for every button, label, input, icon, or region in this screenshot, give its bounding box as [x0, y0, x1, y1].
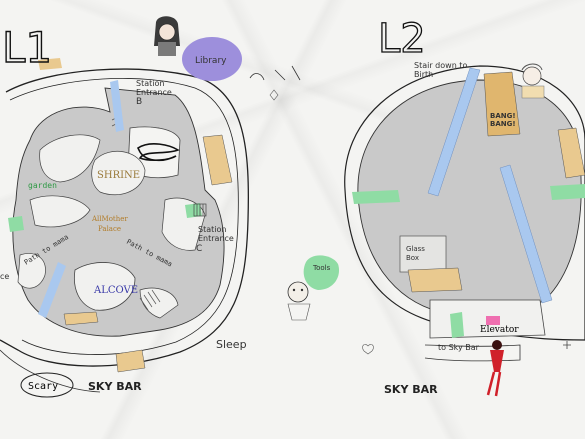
left-green-block-left	[8, 216, 24, 232]
station-entrance-c-label-1: Station	[198, 225, 226, 234]
bald-character	[287, 281, 311, 321]
bang-block	[483, 71, 521, 137]
all-mother-palace-label-1: AllMother	[91, 215, 128, 223]
shrine-scribble	[136, 143, 180, 162]
station-entrance-b-label-2: Entrance	[136, 88, 172, 97]
red-figure	[486, 340, 504, 397]
left-green-block-right	[185, 203, 202, 218]
elevator-pink-block	[486, 316, 500, 325]
left-tan-block-right	[202, 134, 233, 186]
left-level-label: L1	[2, 23, 52, 72]
right-tan-block-right	[557, 127, 585, 179]
tools-blob	[303, 255, 340, 290]
right-green-block-elevator	[450, 312, 464, 338]
blonde-character	[521, 63, 545, 99]
right-blue-path-upper	[427, 67, 481, 197]
station-entrance-c-label-2: Entrance	[198, 234, 234, 243]
right-sky-bar-label: SKY BAR	[384, 383, 438, 396]
right-level-label: L2	[378, 16, 426, 62]
left-edge-label: ce	[0, 272, 9, 281]
library-blob	[182, 37, 242, 81]
to-sky-bar-label: to Sky Bar	[438, 343, 480, 352]
left-blue-path-bottom	[38, 262, 66, 318]
shrine-label: SHRINE	[97, 170, 140, 181]
bang-label-2: BANG!	[490, 120, 516, 128]
right-green-block-right	[550, 184, 585, 200]
glass-box-label-2: Box	[406, 254, 419, 262]
all-mother-palace-label-2: Palace	[98, 225, 121, 233]
right-blue-path-lower	[499, 164, 553, 304]
scary-circle	[20, 372, 74, 398]
stair-down-label-1: Stair down to	[414, 61, 467, 70]
station-entrance-b-label-1: Station	[136, 79, 164, 88]
left-tan-block-alcove	[63, 311, 99, 326]
elevator-label: Elevator	[480, 325, 519, 335]
glass-box-label-1: Glass	[406, 245, 425, 253]
left-tan-block-bottom	[115, 349, 146, 373]
tools-label: Tools	[312, 264, 331, 272]
right-tan-block-bottom	[407, 267, 463, 293]
left-sky-bar-label: SKY BAR	[88, 380, 142, 393]
alcove-label: ALCOVE	[93, 285, 138, 296]
library-label: Library	[195, 56, 227, 66]
stair-down-label-2: Birth	[414, 70, 433, 79]
bang-label-1: BANG!	[490, 112, 516, 120]
right-green-block-left	[352, 190, 400, 204]
station-entrance-c-label-3: C	[196, 244, 202, 254]
dark-haired-character	[154, 16, 180, 56]
left-map: L1 Library Station Entrance B SHRINE gar…	[0, 16, 301, 398]
scary-label: Scary	[28, 381, 58, 392]
garden-label: garden	[28, 181, 57, 190]
glass-box	[399, 235, 447, 273]
sleep-label: Sleep	[216, 338, 247, 351]
right-map: L2 Stair down to Birth BANG! BANG! Glass…	[287, 15, 585, 397]
left-blue-path-top	[110, 80, 124, 132]
station-entrance-b-label-3: B	[136, 97, 142, 107]
building-icon	[193, 203, 207, 217]
left-map-outer-boundary	[0, 68, 249, 367]
